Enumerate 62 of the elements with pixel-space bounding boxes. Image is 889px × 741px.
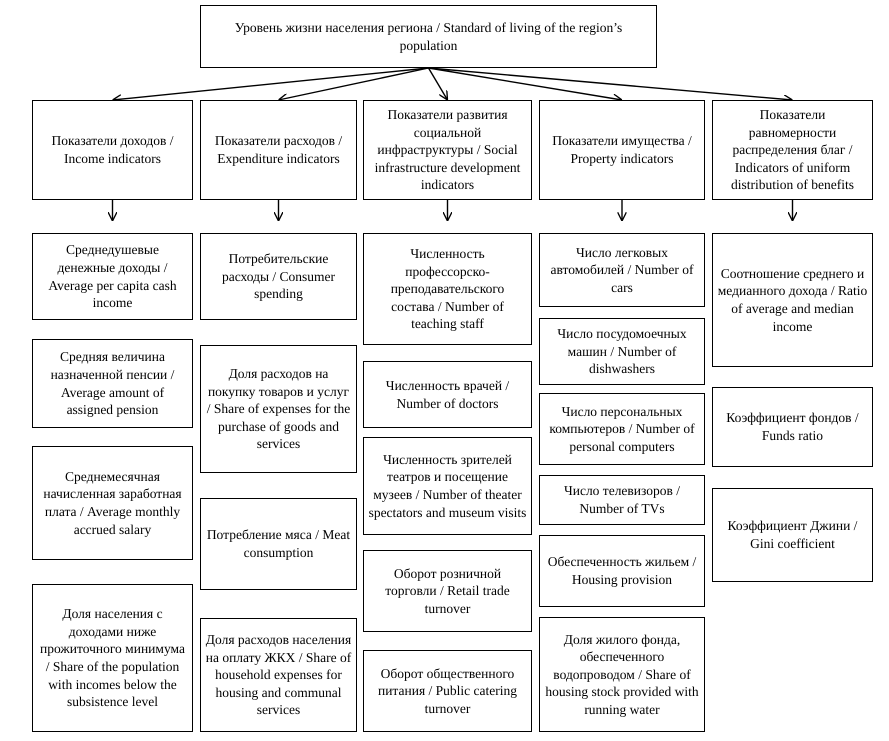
box-text: Численность врачей / Number of doctors <box>384 376 510 412</box>
arrow <box>787 200 798 222</box>
category-box <box>32 100 193 200</box>
indicator-box <box>712 488 873 582</box>
indicator-box <box>200 345 357 473</box>
indicator-box <box>539 233 705 307</box>
box-text: Доля населения с доходами ниже прожиточного минимума / Share of the population with incomes below the subsistence level <box>39 605 186 711</box>
box-text: Коэффициент фондов / Funds ratio <box>725 409 860 445</box>
box-text: Число персональных компьютеров / Number of personal computers <box>548 402 696 456</box>
box-text: Доля жилого фонда, обеспеченного водопроводом / Share of housing stock provided with running water <box>544 630 700 718</box>
box-text: Доля расходов населения на оплату ЖКХ / Share of household expenses for housing and communal services <box>205 631 352 719</box>
box-text: Число посудомоечных машин / Number of dishwashers <box>556 325 688 378</box>
root-box <box>200 5 657 68</box>
indicator-box <box>363 361 532 428</box>
arrow <box>273 200 284 222</box>
indicator-box <box>539 617 705 732</box>
indicator-box <box>200 618 357 732</box>
arrow <box>107 200 118 222</box>
box-text: Коэффициент Джини / Gini coefficient <box>726 517 858 553</box>
indicator-box <box>32 339 193 428</box>
indicator-box <box>539 475 705 525</box>
box-text: Оборот розничной торговли / Retail trade turnover <box>384 564 511 618</box>
indicator-box <box>539 318 705 385</box>
indicator-box <box>712 387 873 467</box>
box-text: Среднедушевые денежные доходы / Average per capita cash income <box>47 241 178 312</box>
indicator-box <box>200 233 357 320</box>
box-text: Уровень жизни населения региона / Standard of living of the region’s population <box>234 18 624 54</box>
box-text: Показатели равномерности распределения благ / Indicators of uniform distribution of benefits <box>730 106 855 194</box>
box-text: Средняя величина назначенной пенсии / Average amount of assigned pension <box>50 348 176 419</box>
indicator-box <box>363 550 532 632</box>
box-text: Показатели доходов / Income indicators <box>50 132 175 168</box>
box-text: Число легковых автомобилей / Number of cars <box>550 244 694 296</box>
indicator-box <box>539 393 705 465</box>
box-text: Число телевизоров / Number of TVs <box>562 482 682 518</box>
indicator-box <box>363 650 532 732</box>
indicator-box <box>32 446 193 560</box>
indicator-box <box>200 498 357 590</box>
indicator-box <box>32 233 193 320</box>
indicator-box <box>32 584 193 732</box>
box-text: Показатели расходов / Expenditure indicators <box>214 132 344 168</box>
box-text: Доля расходов на покупку товаров и услуг / Share of expenses for the purchase of goods and services <box>206 365 352 453</box>
box-text: Соотношение среднего и медианного дохода / Ratio of average and median income <box>717 264 868 336</box>
indicator-box <box>539 535 705 607</box>
box-text: Численность зрителей театров и посещение музеев / Number of theater spectators and museum visits <box>368 450 527 522</box>
box-text: Обеспеченность жильем / Housing provision <box>546 553 698 589</box>
indicator-box <box>363 437 532 535</box>
arrow <box>616 200 628 222</box>
box-text: Показатели имущества / Property indicators <box>551 132 693 168</box>
indicator-box <box>712 233 873 367</box>
box-text: Потребительские расходы / Consumer spending <box>220 250 336 303</box>
category-box <box>363 100 532 200</box>
indicator-box <box>363 233 532 345</box>
category-box <box>712 100 873 200</box>
box-text: Потребление мяса / Meat consumption <box>206 526 352 562</box>
box-text: Оборот общественного питания / Public catering turnover <box>376 664 518 718</box>
arrow <box>442 200 453 222</box>
box-text: Численность профессорско-преподавательского состава / Number of teaching staff <box>390 245 506 333</box>
category-box <box>539 100 705 200</box>
box-text: Показатели развития социальной инфраструктуры / Social infrastructure development indicators <box>374 106 522 194</box>
box-text: Среднемесячная начисленная заработная плата / Average monthly accrued salary <box>42 468 183 538</box>
category-box <box>200 100 357 200</box>
arrow <box>428 68 448 101</box>
